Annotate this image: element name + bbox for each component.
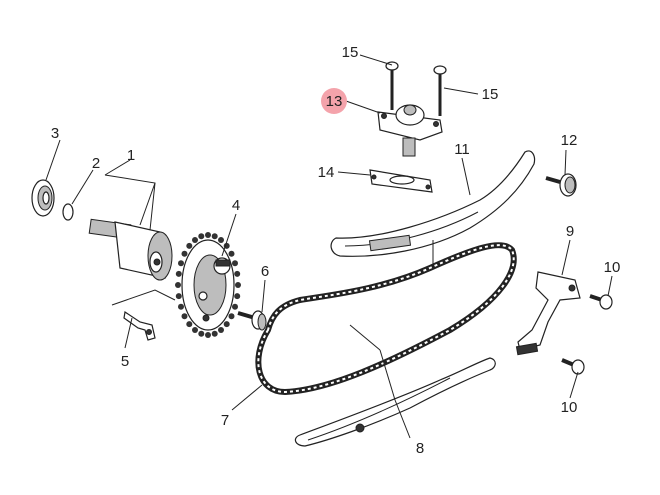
part-14-gasket[interactable] [369, 169, 433, 193]
label-1: 1 [127, 147, 135, 164]
callout-labels: 3 2 1 4 5 6 7 8 9 10 10 11 12 13 14 15 1… [51, 44, 621, 457]
label-10-lower: 10 [561, 399, 578, 416]
sprocket-tooth [205, 232, 211, 238]
part-3-seal[interactable] [31, 179, 55, 217]
sprocket-tooth [223, 321, 230, 328]
label-12: 12 [561, 132, 578, 149]
sprocket-tooth [232, 260, 238, 267]
sprocket-tooth [175, 282, 181, 288]
sprocket-tooth [228, 250, 235, 257]
part-1-camshaft[interactable] [88, 218, 173, 281]
sprocket-tooth [192, 237, 198, 243]
part-9-guide-stopper[interactable] [515, 271, 581, 356]
sprocket-tooth [198, 330, 205, 337]
label-4: 4 [232, 197, 240, 214]
part-5-clip[interactable] [123, 310, 156, 341]
part-15-bolt-right[interactable] [433, 65, 447, 116]
sprocket-tooth [192, 327, 198, 333]
part-12-guide-bolt[interactable] [545, 173, 577, 197]
sprocket-tooth [232, 303, 238, 310]
part-2-o-ring[interactable] [62, 203, 74, 221]
part-10-bolt-upper[interactable] [589, 294, 613, 310]
label-15-right: 15 [482, 86, 499, 103]
sprocket-tooth [178, 260, 184, 267]
label-15-left: 15 [342, 44, 359, 61]
sprocket-tooth [211, 233, 218, 240]
part-13-tensioner[interactable] [377, 104, 443, 157]
sprocket-tooth [228, 313, 235, 320]
part-10-bolt-lower[interactable] [561, 358, 585, 375]
part-7-timing-chain[interactable] [255, 242, 517, 396]
sprocket-tooth [218, 327, 224, 333]
label-14: 14 [318, 164, 335, 181]
label-2: 2 [92, 155, 100, 172]
sprocket-tooth [186, 242, 193, 249]
label-6: 6 [261, 263, 269, 280]
sprocket-tooth [235, 282, 241, 288]
label-11: 11 [454, 141, 470, 158]
part-11-chain-guide[interactable] [330, 150, 536, 257]
sprocket-tooth [234, 270, 241, 277]
sprocket-tooth [175, 270, 182, 277]
highlight-marker [321, 88, 347, 114]
label-8: 8 [416, 440, 424, 457]
sprocket-tooth [181, 313, 188, 320]
sprocket-tooth [198, 233, 205, 240]
label-3: 3 [51, 125, 59, 142]
part-6-sprocket-bolt[interactable] [237, 310, 267, 331]
part-4-cam-sprocket[interactable] [175, 232, 241, 338]
sprocket-tooth [181, 250, 188, 257]
sprocket-tooth [186, 321, 193, 328]
sprocket-tooth [175, 293, 182, 300]
sprocket-tooth [218, 237, 224, 243]
sprocket-tooth [205, 332, 211, 338]
label-5: 5 [121, 353, 129, 370]
sprocket-tooth [234, 293, 241, 300]
sprocket-tooth [211, 330, 218, 337]
leader-lines [45, 54, 613, 439]
label-10-upper: 10 [604, 259, 621, 276]
part-15-bolt-left[interactable] [385, 61, 399, 110]
label-9: 9 [566, 223, 574, 240]
sprocket-tooth [178, 303, 184, 310]
label-13: 13 [326, 93, 343, 110]
label-7: 7 [221, 412, 229, 429]
